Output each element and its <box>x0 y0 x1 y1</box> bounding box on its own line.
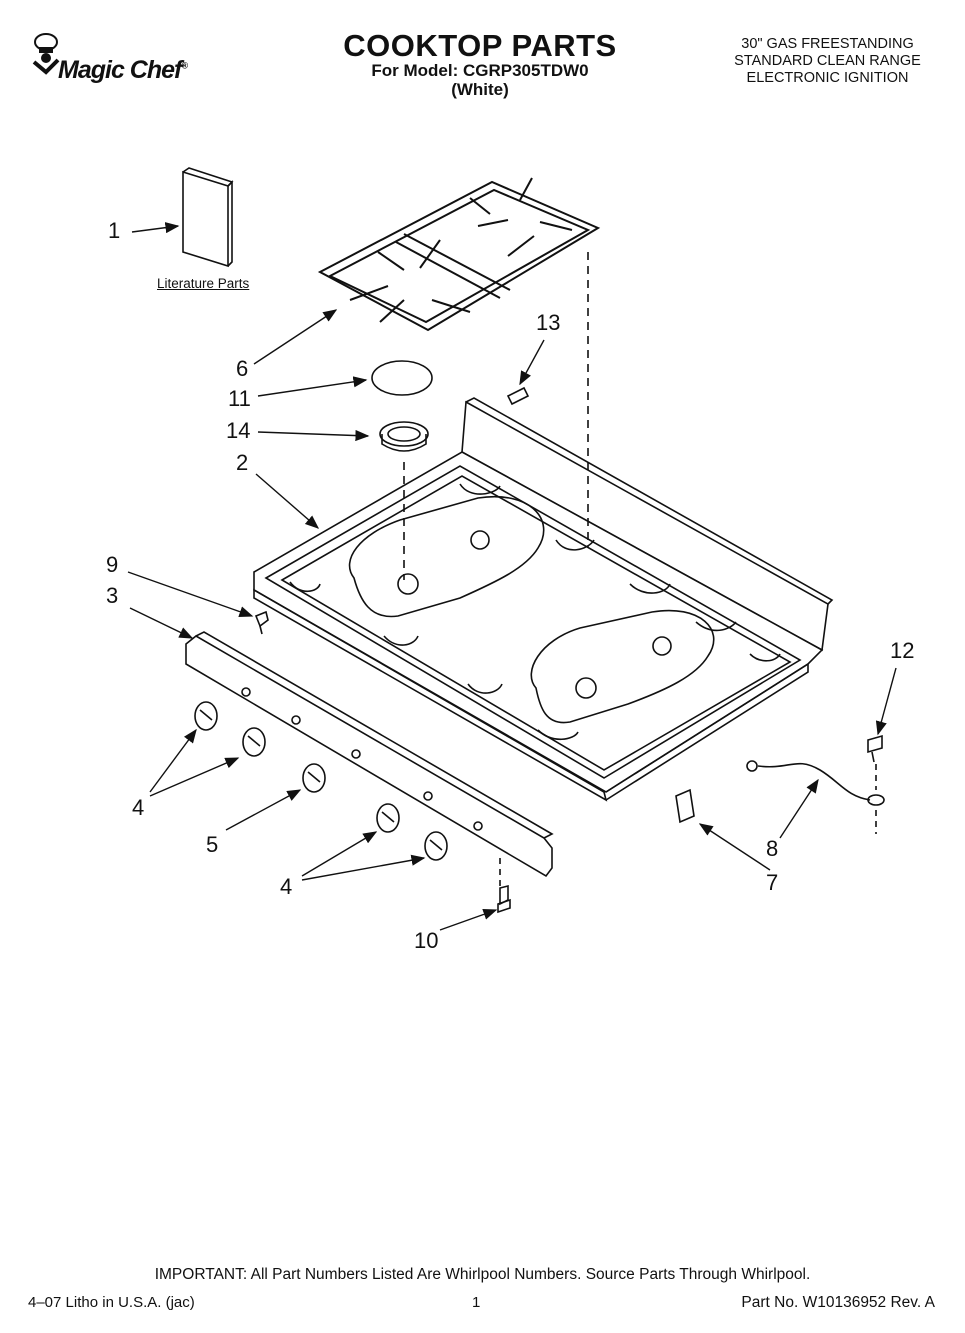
callout-5: 5 <box>206 832 219 857</box>
knob <box>194 701 218 731</box>
brand-name: Magic Chef® <box>58 56 188 84</box>
literature-booklet <box>182 167 234 268</box>
ground-wire-8 <box>746 760 885 806</box>
litho-info: 4–07 Litho in U.S.A. (jac) <box>28 1294 195 1311</box>
knob <box>302 763 326 793</box>
callout-3: 3 <box>106 583 119 608</box>
product-description: 30" GAS FREESTANDING STANDARD CLEAN RANG… <box>700 36 955 87</box>
callout-8: 8 <box>766 836 779 861</box>
screw-12 <box>867 734 883 763</box>
callout-1: 1 <box>108 218 121 243</box>
control-panel <box>185 631 554 878</box>
callout-10: 10 <box>414 928 439 953</box>
knob <box>242 727 266 757</box>
model-line: For Model: CGRP305TDW0 <box>371 61 589 80</box>
cooktop-main-top <box>253 397 834 802</box>
callout-4: 4 <box>132 795 145 820</box>
model-variant: (White) <box>451 80 509 99</box>
callout-4: 4 <box>280 874 293 899</box>
chef-hat-icon <box>32 33 60 75</box>
page-title: COOKTOP PARTS <box>343 28 617 63</box>
callout-7: 7 <box>766 870 779 895</box>
bracket-7 <box>675 788 695 824</box>
burner-grate <box>317 177 601 332</box>
screw-9 <box>254 610 269 635</box>
literature-parts-label: Literature Parts <box>157 276 250 291</box>
description-line: 30" GAS FREESTANDING <box>741 36 914 52</box>
description-line: STANDARD CLEAN RANGE <box>734 53 921 69</box>
callout-9: 9 <box>106 552 119 577</box>
burner-cap <box>371 360 433 396</box>
callout-11: 11 <box>228 386 251 411</box>
page-number: 1 <box>472 1294 481 1311</box>
callout-13: 13 <box>536 310 561 335</box>
description-line: ELECTRONIC IGNITION <box>746 70 909 86</box>
part-number: Part No. W10136952 Rev. A <box>741 1294 935 1311</box>
callout-12: 12 <box>890 638 915 663</box>
callout-6: 6 <box>236 356 249 381</box>
callout-14: 14 <box>226 418 251 443</box>
burner-base <box>379 421 429 452</box>
screw-13 <box>506 386 530 406</box>
brand-logo <box>28 32 238 92</box>
knob <box>424 831 448 861</box>
callout-2: 2 <box>236 450 249 475</box>
knob <box>376 803 400 833</box>
screw-10 <box>497 884 511 914</box>
important-note: IMPORTANT: All Part Numbers Listed Are W… <box>154 1266 811 1283</box>
